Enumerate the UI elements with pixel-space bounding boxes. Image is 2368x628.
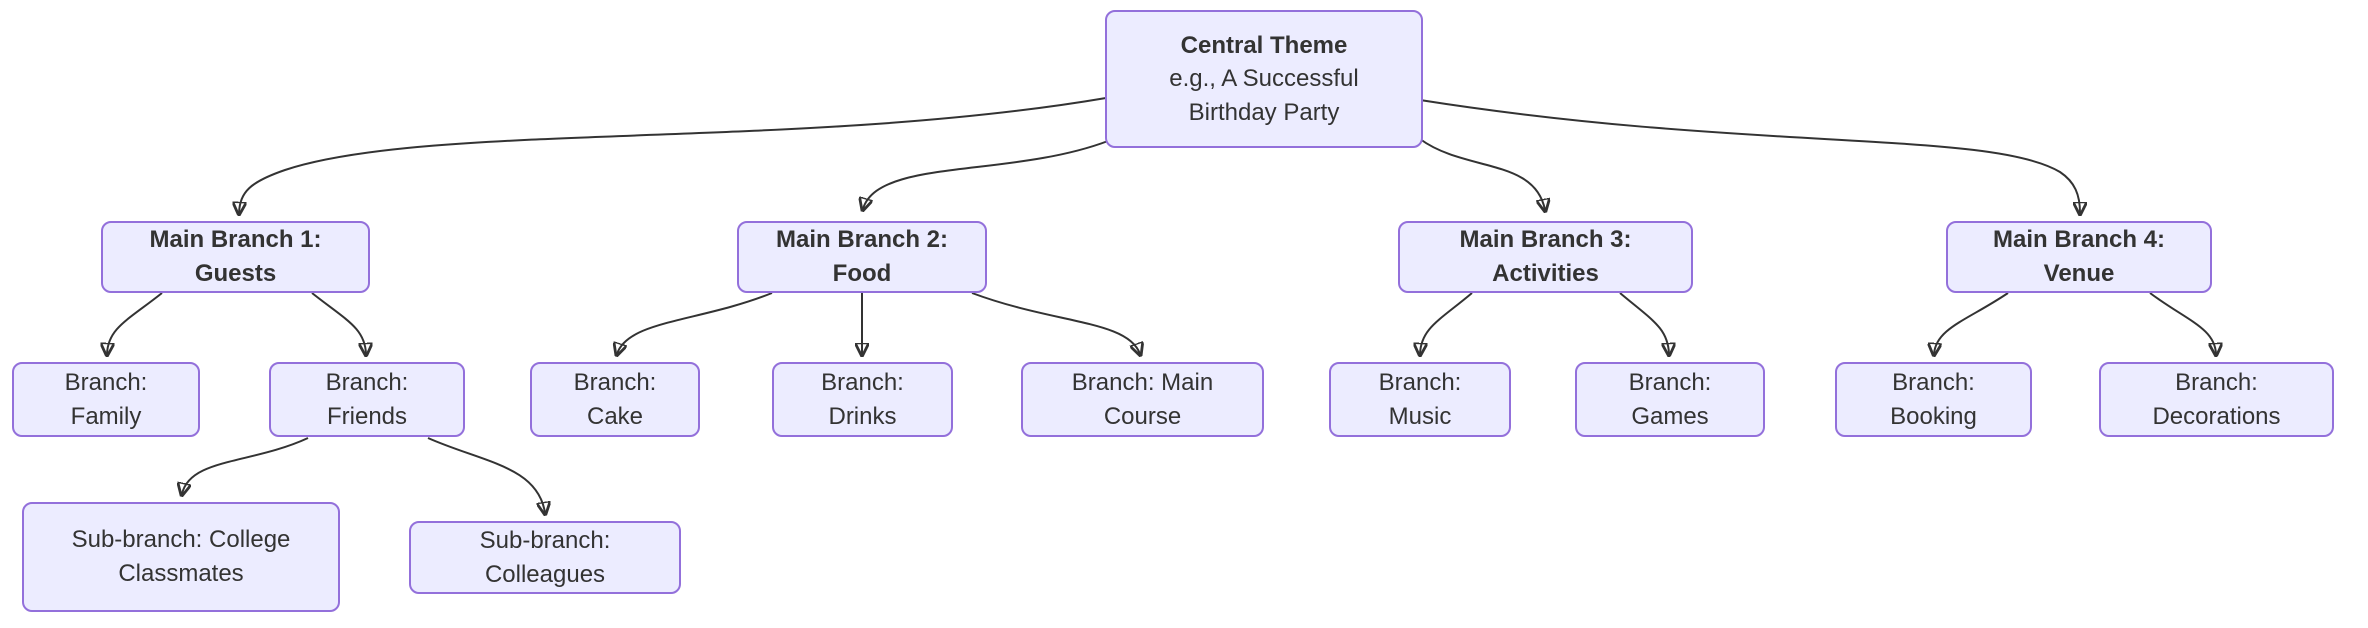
edge-guests-family [107,292,163,354]
edge-paths [107,97,2216,513]
edge-central-activities [1419,138,1545,210]
node-label: Main Branch 1: Guests [149,226,322,287]
node-food: Main Branch 2: Food [737,221,987,293]
edge-central-food [863,140,1109,209]
edge-activities-games [1619,292,1669,354]
node-friends: Branch: Friends [269,362,465,437]
node-venue: Main Branch 4: Venue [1946,221,2212,293]
node-label: Branch: Decorations [2152,368,2281,430]
node-cake: Branch: Cake [530,362,700,437]
node-label: Branch: Booking [1890,368,1977,430]
node-main-course: Branch: Main Course [1021,362,1264,437]
node-label: Branch: Main Course [1071,368,1214,430]
node-music: Branch: Music [1329,362,1511,437]
node-label: Branch: Family [64,368,148,430]
node-label: Main Branch 3: Activities [1459,226,1632,287]
node-label: Branch: Cake [573,368,657,430]
node-activities: Main Branch 3: Activities [1398,221,1693,293]
node-label: Sub-branch: Colleagues [479,526,611,588]
node-central: Central Theme e.g., A Successful Birthday… [1105,10,1423,148]
node-label: Branch: Games [1628,368,1712,430]
edge-venue-booking [1934,292,2009,354]
node-label: Main Branch 2: Food [775,226,949,287]
node-label: Branch: Drinks [821,368,904,430]
edge-central-guests [239,97,1107,213]
edge-venue-decorations [2149,292,2216,354]
edge-central-venue [1419,99,2080,213]
node-drinks: Branch: Drinks [772,362,953,437]
node-subtitle: e.g., A Successful Birthday Party [1169,65,1359,126]
node-guests: Main Branch 1: Guests [101,221,370,293]
node-label: Branch: Music [1378,368,1462,430]
node-booking: Branch: Booking [1835,362,2032,437]
node-colleagues: Sub-branch: Colleagues [409,521,681,594]
edge-food-main-course [971,292,1140,354]
edge-guests-friends [311,292,366,354]
node-college-classmates: Sub-branch: College Classmates [22,502,340,612]
node-family: Branch: Family [12,362,200,437]
node-title: Central Theme [1180,31,1348,59]
node-label: Sub-branch: College Classmates [71,526,291,587]
edge-activities-music [1420,292,1473,354]
node-decorations: Branch: Decorations [2099,362,2334,437]
edge-food-cake [617,292,773,354]
edge-friends-colleagues [427,437,545,513]
node-label: Main Branch 4: Venue [1992,226,2166,287]
edge-friends-college-classmates [182,437,309,494]
node-label: Branch: Friends [325,368,409,430]
node-games: Branch: Games [1575,362,1765,437]
